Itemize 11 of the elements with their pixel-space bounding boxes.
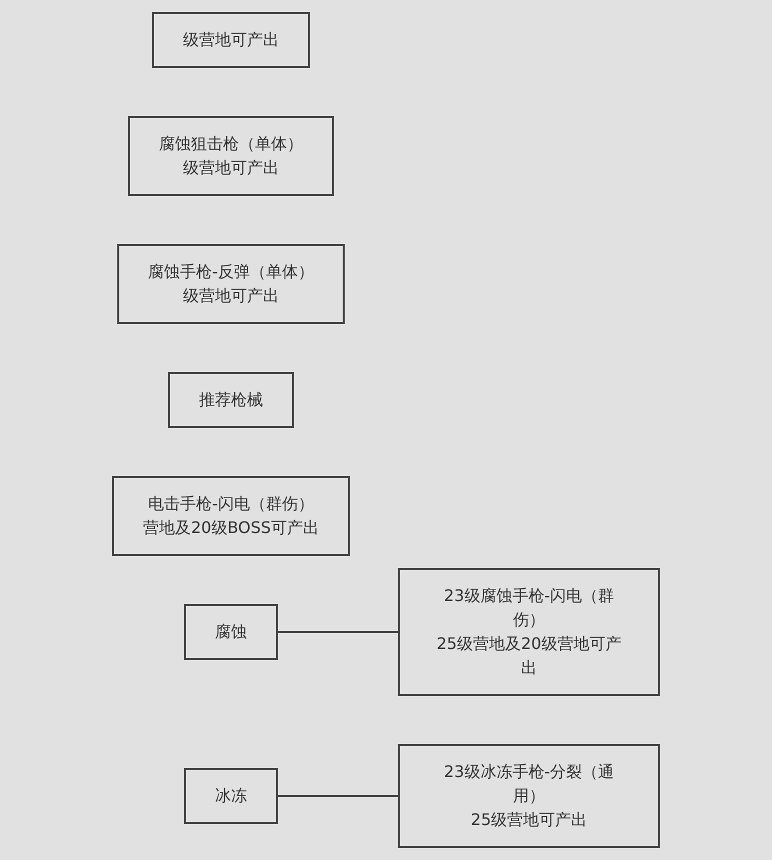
- node-box: 电击手枪-闪电（群伤） 营地及20级BOSS可产出: [112, 476, 350, 556]
- node-box: 推荐枪械: [168, 372, 294, 428]
- node-box: 腐蚀手枪-反弹（单体） 级营地可产出: [117, 244, 345, 324]
- node-box: 冰冻: [184, 768, 278, 824]
- node-box: 级营地可产出: [152, 12, 310, 68]
- node-box: 腐蚀狙击枪（单体） 级营地可产出: [128, 116, 334, 196]
- connector: [277, 631, 399, 633]
- node-box: 腐蚀: [184, 604, 278, 660]
- node-box: 23级冰冻手枪-分裂（通用） 25级营地可产出: [398, 744, 660, 848]
- connector: [277, 795, 399, 797]
- node-box: 23级腐蚀手枪-闪电（群伤） 25级营地及20级营地可产出: [398, 568, 660, 696]
